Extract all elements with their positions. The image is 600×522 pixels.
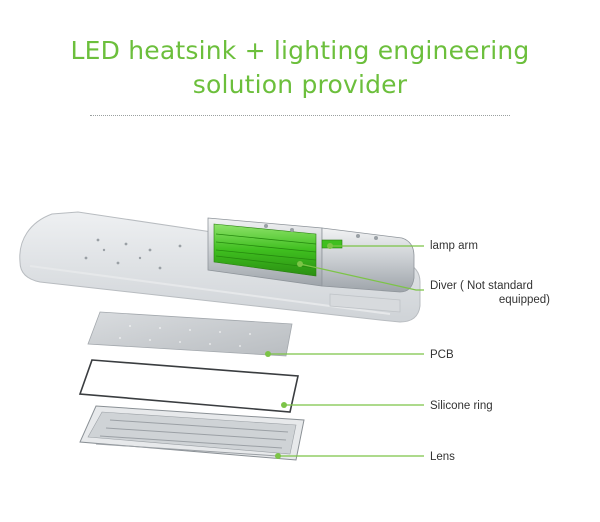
lamp-arm-assembly <box>207 217 415 293</box>
silicone-ring <box>78 359 299 413</box>
label-driver-line-2: equipped) <box>498 294 550 306</box>
label-pcb: PCB <box>430 349 454 361</box>
title-divider <box>90 115 510 116</box>
leader-dots <box>265 243 333 459</box>
headline-line-1: LED heatsink + lighting engineering <box>70 36 530 65</box>
leader-lines <box>268 245 424 457</box>
label-silicone-ring: Silicone ring <box>430 400 493 412</box>
label-driver-line-1: Diver ( Not standard <box>430 280 533 292</box>
headline-line-2: solution provider <box>192 70 408 99</box>
label-lens: Lens <box>430 451 455 463</box>
lens-panel <box>79 405 305 461</box>
pcb-board <box>87 311 293 357</box>
label-lamp-arm: lamp arm <box>430 240 478 252</box>
